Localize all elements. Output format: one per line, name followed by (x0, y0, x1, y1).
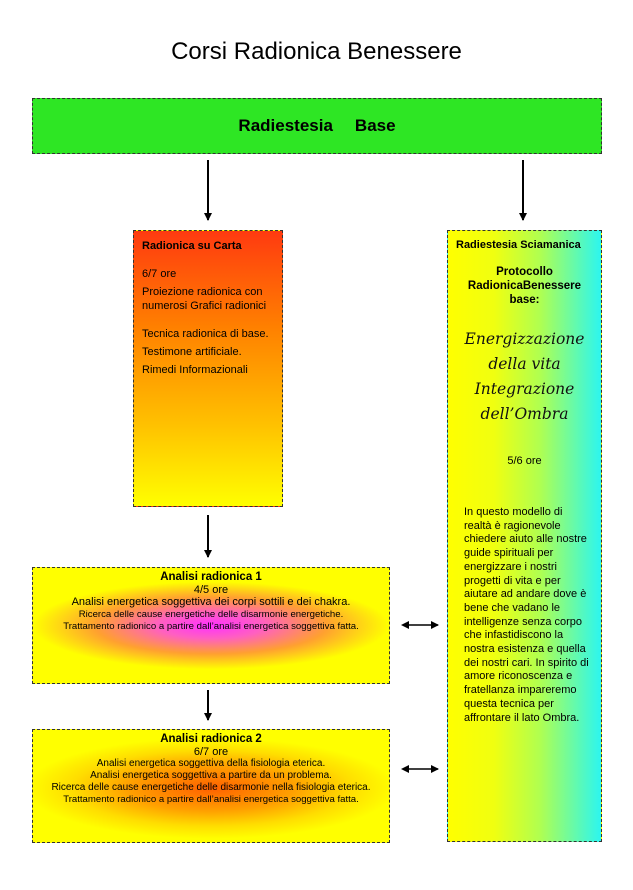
analisi1-line-3: Trattamento radionico a partire dall’ana… (63, 621, 359, 632)
carta-line: Proiezione radionica con numerosi Grafic… (142, 286, 267, 312)
carta-title: Radionica su Carta (142, 240, 242, 252)
sciamanica-script: Energizzazione della vita Integrazione d… (456, 327, 593, 427)
analisi1-title: Analisi radionica 1 (160, 571, 262, 583)
top-box-word-2: Base (354, 116, 396, 135)
sciamanica-hours: 5/6 ore (507, 454, 542, 467)
sciamanica-protocol: Protocollo RadionicaBenessere base: (467, 265, 582, 306)
radiestesia-base-box: Radiestesia Base (32, 98, 602, 154)
radiestesia-sciamanica-box: Radiestesia Sciamanica Protocollo Radion… (447, 230, 602, 842)
radionica-carta-box: Radionica su Carta 6/7 ore Proiezione ra… (133, 230, 283, 507)
script-line-3: Integrazione (474, 379, 575, 398)
script-line-2: della vita (488, 354, 561, 373)
analisi2-hours: 6/7 ore (193, 746, 229, 758)
page-title: Corsi Radionica Benessere (171, 38, 462, 65)
analisi2-line-3: Ricerca delle cause energetiche delle di… (51, 782, 371, 793)
analisi1-hours: 4/5 ore (193, 584, 229, 596)
carta-item-2: Testimone artificiale. (142, 346, 242, 358)
analisi-radionica-2-box: Analisi radionica 2 6/7 ore Analisi ener… (32, 729, 390, 843)
analisi2-line-2: Analisi energetica soggettiva a partire … (90, 770, 332, 781)
analisi1-line-1: Analisi energetica soggettiva dei corpi … (71, 596, 351, 608)
analisi2-line-1: Analisi energetica soggettiva della fisi… (96, 758, 326, 769)
carta-item-3: Rimedi Informazionali (142, 364, 248, 376)
script-line-1: Energizzazione (464, 329, 585, 348)
analisi2-line-4: Trattamento radionico a partire dall’ana… (63, 794, 359, 805)
analisi-radionica-1-box: Analisi radionica 1 4/5 ore Analisi ener… (32, 567, 390, 684)
top-box-word-1: Radiestesia (238, 116, 333, 135)
carta-item-1: Tecnica radionica di base. (142, 328, 269, 340)
script-line-4: dell’Ombra (480, 404, 569, 423)
carta-hours: 6/7 ore (142, 268, 177, 280)
analisi2-title: Analisi radionica 2 (160, 733, 262, 745)
analisi1-line-2: Ricerca delle cause energetiche delle di… (78, 609, 344, 620)
sciamanica-title: Radiestesia Sciamanica (456, 239, 581, 251)
sciamanica-body: In questo modello di realtà è ragionevol… (464, 506, 589, 724)
